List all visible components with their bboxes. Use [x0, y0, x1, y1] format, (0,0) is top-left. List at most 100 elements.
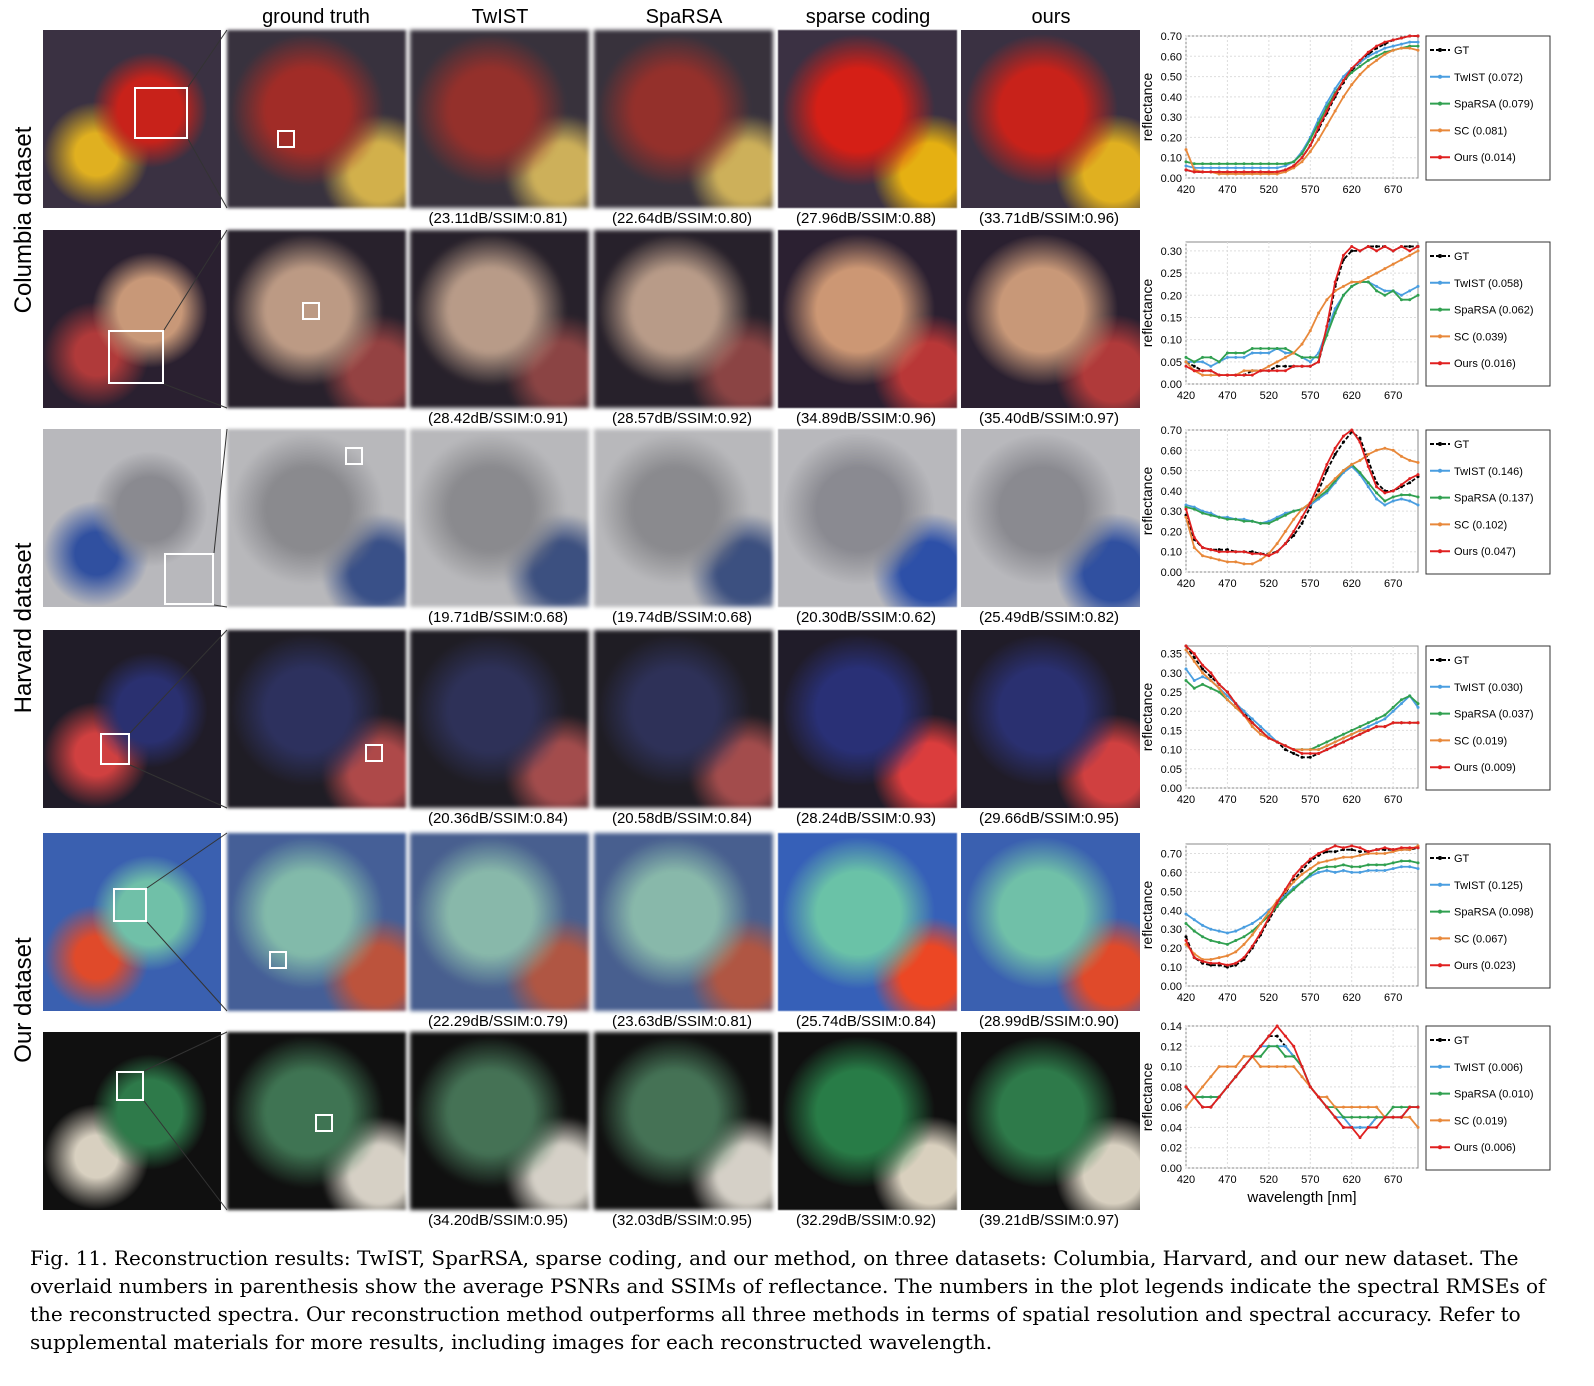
col-twist: TwIST: [471, 6, 529, 28]
data-point: [1391, 867, 1395, 871]
data-point: [1408, 244, 1412, 248]
y-tick-label: 0.14: [1161, 1021, 1182, 1033]
x-tick-label: 570: [1301, 390, 1319, 402]
data-point: [1283, 529, 1287, 533]
data-point: [1192, 360, 1196, 364]
data-point: [1399, 293, 1403, 297]
data-point: [1242, 709, 1246, 713]
data-point: [1341, 75, 1345, 79]
data-point: [1399, 865, 1403, 869]
data-point: [1391, 499, 1395, 503]
data-point: [1383, 46, 1387, 50]
data-point: [1366, 850, 1370, 854]
x-tick-label: 620: [1343, 1174, 1361, 1186]
data-point: [1234, 705, 1238, 709]
data-point: [1308, 867, 1312, 871]
data-point: [1300, 342, 1304, 346]
y-tick-label: 0.30: [1161, 668, 1182, 680]
psnr-ssim-label: (27.96dB/SSIM:0.88): [795, 210, 937, 227]
data-point: [1292, 364, 1296, 368]
data-point: [1408, 289, 1412, 293]
legend-marker: [1438, 909, 1442, 914]
data-point: [1283, 513, 1287, 517]
legend-label: SpaRSA (0.079): [1454, 99, 1534, 111]
data-point: [1184, 1105, 1188, 1109]
legend-marker: [1438, 1038, 1442, 1042]
data-point: [1217, 550, 1221, 554]
legend-marker: [1438, 495, 1442, 500]
scene-thumbnail: [43, 1032, 221, 1210]
data-point: [1399, 1105, 1403, 1109]
data-point: [1242, 713, 1246, 717]
legend-label: SpaRSA (0.037): [1454, 709, 1534, 721]
data-point: [1383, 851, 1387, 855]
legend-marker: [1438, 738, 1442, 743]
data-point: [1201, 1085, 1205, 1089]
data-point: [1201, 360, 1205, 364]
data-point: [1217, 515, 1221, 519]
data-point: [1416, 40, 1420, 44]
psnr-ssim-label: (19.71dB/SSIM:0.68): [427, 609, 569, 626]
legend-box: [1425, 241, 1551, 387]
legend-marker: [1438, 48, 1442, 52]
data-point: [1358, 471, 1362, 475]
data-point: [1375, 289, 1379, 293]
data-point: [1308, 364, 1312, 368]
y-tick-label: 0.20: [1161, 706, 1182, 718]
x-tick-label: 520: [1260, 992, 1278, 1004]
data-point: [1391, 709, 1395, 713]
data-point: [1209, 369, 1213, 373]
data-point: [1192, 956, 1196, 960]
legend-marker: [1438, 856, 1442, 860]
data-point: [1209, 548, 1213, 552]
data-point: [1383, 52, 1387, 56]
data-point: [1192, 162, 1196, 166]
data-point: [1375, 851, 1379, 855]
data-point: [1383, 713, 1387, 717]
y-tick-label: 0.70: [1161, 425, 1182, 437]
x-tick-label: 520: [1260, 1174, 1278, 1186]
data-point: [1209, 686, 1213, 690]
data-point: [1350, 83, 1354, 87]
data-point: [1358, 73, 1362, 77]
data-point: [1408, 458, 1412, 462]
data-point: [1209, 373, 1213, 377]
legend-label: GT: [1454, 439, 1470, 451]
psnr-ssim-label: (28.57dB/SSIM:0.92): [611, 410, 753, 427]
col-ground-truth: ground truth: [262, 6, 370, 28]
data-point: [1209, 1105, 1213, 1109]
data-point: [1366, 863, 1370, 867]
x-tick-label: 420: [1177, 1174, 1195, 1186]
data-point: [1259, 1054, 1263, 1058]
data-point: [1292, 1044, 1296, 1048]
data-point: [1234, 517, 1238, 521]
data-point: [1333, 865, 1337, 869]
data-point: [1350, 1105, 1354, 1109]
data-point: [1416, 1105, 1420, 1109]
x-tick-label: 620: [1343, 794, 1361, 806]
data-point: [1217, 690, 1221, 694]
legend-marker: [1438, 1118, 1442, 1123]
data-point: [1416, 1125, 1420, 1129]
data-point: [1209, 556, 1213, 560]
data-point: [1416, 473, 1420, 477]
y-tick-label: 0.00: [1161, 567, 1182, 579]
data-point: [1375, 244, 1379, 248]
x-tick-label: 420: [1177, 184, 1195, 196]
data-point: [1259, 351, 1263, 355]
data-point: [1366, 465, 1370, 469]
data-point: [1366, 721, 1370, 725]
y-tick-label: 0.00: [1161, 981, 1182, 993]
data-point: [1383, 244, 1387, 248]
data-point: [1391, 721, 1395, 725]
data-point: [1325, 740, 1329, 744]
legend-label: SpaRSA (0.098): [1454, 907, 1534, 919]
data-point: [1234, 1065, 1238, 1069]
data-point: [1300, 1075, 1304, 1079]
y-tick-label: 0.30: [1161, 924, 1182, 936]
data-point: [1184, 935, 1188, 939]
data-point: [1292, 529, 1296, 533]
data-point: [1275, 364, 1279, 368]
crop-reconstruction: [410, 230, 589, 408]
psnr-ssim-label: (23.11dB/SSIM:0.81): [428, 210, 568, 227]
